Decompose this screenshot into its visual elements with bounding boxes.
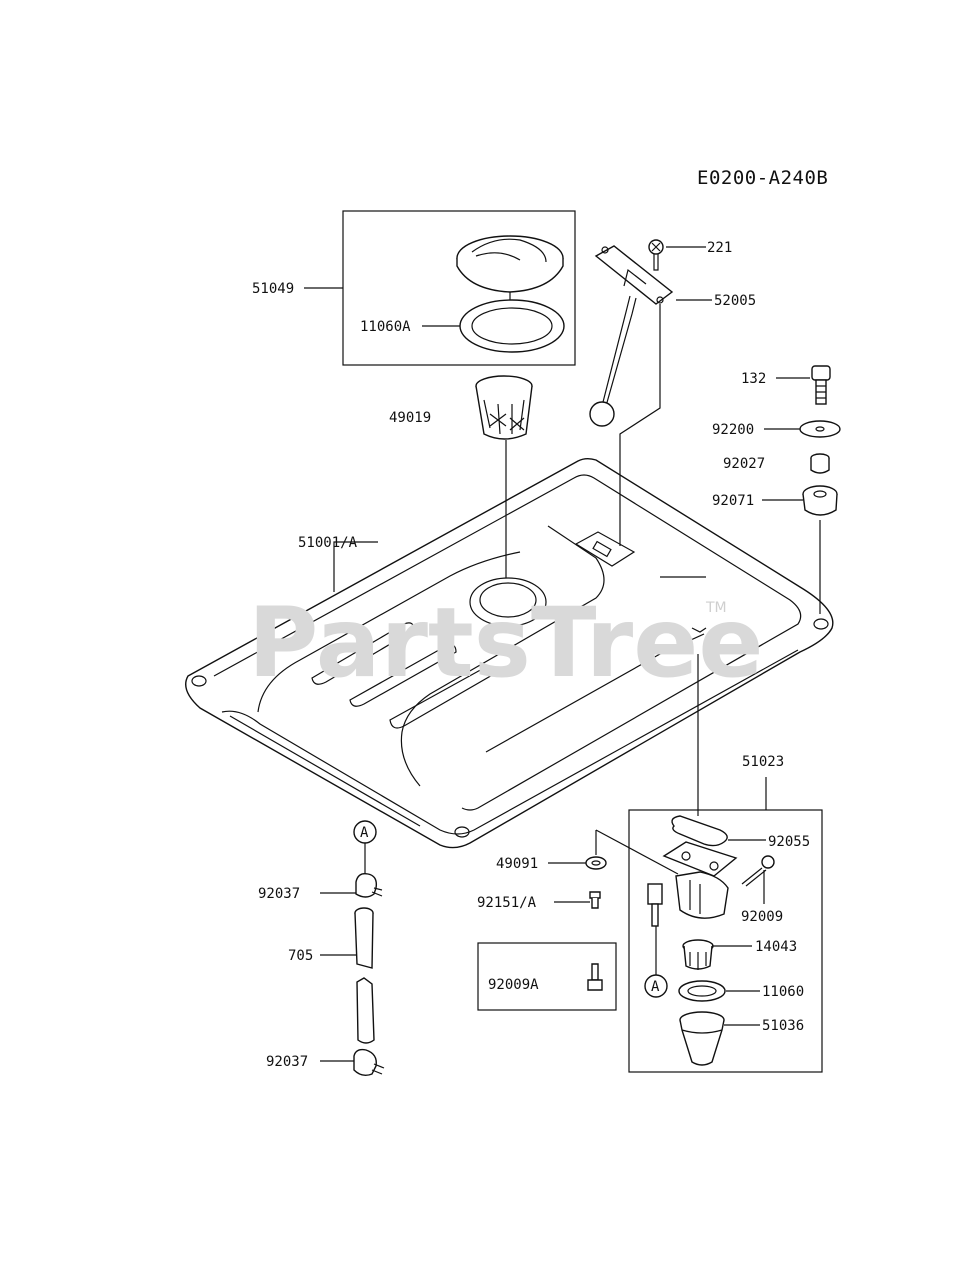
cap-gasket[interactable] xyxy=(459,299,565,353)
label-51036[interactable]: 51036 xyxy=(762,1018,804,1034)
o-ring-92055[interactable] xyxy=(671,815,728,847)
screw-221[interactable] xyxy=(648,239,664,271)
label-92037-top[interactable]: 92037 xyxy=(258,886,300,902)
label-11060a[interactable]: 11060A xyxy=(360,319,411,335)
callout-a-bottom: A xyxy=(644,974,668,998)
clamp-92037-bottom[interactable] xyxy=(353,1048,385,1077)
fuel-cock-box xyxy=(628,809,823,1073)
label-92027[interactable]: 92027 xyxy=(723,456,765,472)
label-705[interactable]: 705 xyxy=(288,948,313,964)
leader-lines xyxy=(304,246,821,1062)
clamp-92037-top[interactable] xyxy=(355,872,383,898)
filter-14043[interactable] xyxy=(682,939,714,970)
label-92009[interactable]: 92009 xyxy=(741,909,783,925)
callout-a-top: A xyxy=(353,820,377,844)
watermark-tm: TM xyxy=(705,600,727,616)
screw-92009a[interactable] xyxy=(587,963,603,991)
collar-92027[interactable] xyxy=(810,453,830,474)
part-labels: 221 52005 51049 11060A 49019 132 92200 9… xyxy=(252,240,810,1070)
label-11060[interactable]: 11060 xyxy=(762,984,804,1000)
label-52005[interactable]: 52005 xyxy=(714,293,756,309)
washer-49091[interactable] xyxy=(585,856,607,870)
label-221[interactable]: 221 xyxy=(707,240,732,256)
label-51049[interactable]: 51049 xyxy=(252,281,294,297)
washer-92200[interactable] xyxy=(799,420,841,438)
label-49091[interactable]: 49091 xyxy=(496,856,538,872)
fuel-hose-705[interactable] xyxy=(354,907,375,1044)
label-14043[interactable]: 14043 xyxy=(755,939,797,955)
label-49019[interactable]: 49019 xyxy=(389,410,431,426)
screw-92009[interactable] xyxy=(741,855,775,887)
label-92009a[interactable]: 92009A xyxy=(488,977,539,993)
label-132[interactable]: 132 xyxy=(741,371,766,387)
label-92151a[interactable]: 92151/A xyxy=(477,895,537,911)
svg-text:A: A xyxy=(651,979,660,995)
grommet-92071[interactable] xyxy=(802,485,838,516)
label-92055[interactable]: 92055 xyxy=(768,834,810,850)
svg-text:A: A xyxy=(360,825,369,841)
fuel-cup-51036[interactable] xyxy=(679,1011,725,1066)
screw-92009a-box xyxy=(477,942,617,1011)
screw-92151a[interactable] xyxy=(589,891,601,909)
bolt-132[interactable] xyxy=(811,365,831,405)
label-51001a[interactable]: 51001/A xyxy=(298,535,358,551)
fuel-cap[interactable] xyxy=(456,235,564,293)
label-92037-bottom[interactable]: 92037 xyxy=(266,1054,308,1070)
diagram-code: E0200-A240B xyxy=(697,167,828,189)
fuel-tank-51001a[interactable] xyxy=(185,458,834,849)
fuel-strainer[interactable] xyxy=(475,375,533,440)
label-92200[interactable]: 92200 xyxy=(712,422,754,438)
label-92071[interactable]: 92071 xyxy=(712,493,754,509)
label-51023[interactable]: 51023 xyxy=(742,754,784,770)
gasket-11060[interactable] xyxy=(678,980,726,1002)
fuel-cock[interactable] xyxy=(647,841,738,927)
watermark-partstree: PartsTree xyxy=(248,587,763,699)
fuel-gauge[interactable] xyxy=(589,245,674,427)
